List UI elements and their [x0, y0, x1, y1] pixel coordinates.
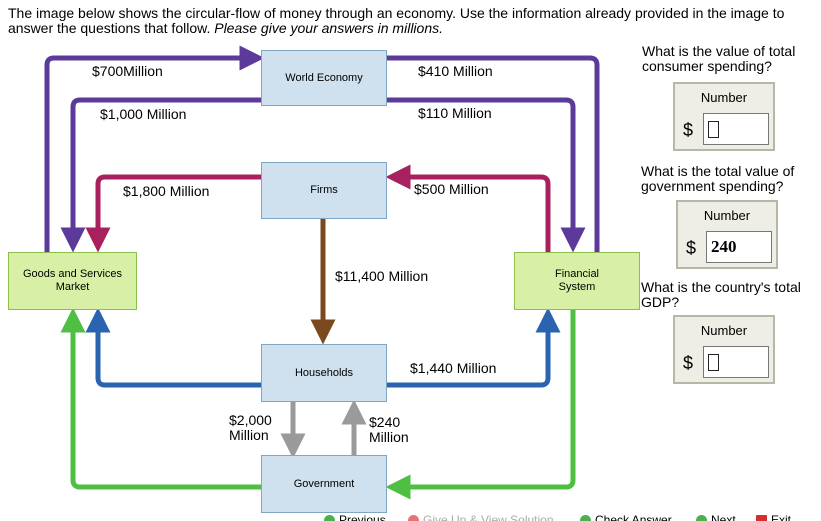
instructions-emphasis: Please give your answers in millions.	[214, 20, 443, 36]
check-answer-button[interactable]: Check Answer	[580, 513, 672, 521]
flow-financial-to-firms	[385, 164, 551, 252]
check-icon	[580, 515, 591, 521]
flow-label-firms-to-goods: $1,800 Million	[123, 183, 210, 199]
button-label: Next	[711, 513, 736, 521]
government-spending-input[interactable]: 240	[706, 231, 772, 263]
flow-households-to-goods	[85, 307, 262, 388]
flow-government-to-goods	[60, 307, 262, 490]
node-government: Government	[261, 455, 387, 513]
consumer-spending-input[interactable]	[703, 113, 769, 145]
node-households: Households	[261, 344, 387, 402]
exit-icon	[756, 515, 767, 521]
flow-goods-to-world	[44, 45, 265, 252]
flow-label-goods-to-world: $700Million	[92, 63, 163, 79]
input-value: 240	[711, 237, 737, 256]
answer-box-consumer-spending: Number $	[673, 82, 775, 151]
answer-label: Number	[703, 208, 751, 223]
flow-label-households-to-financial: $1,440 Million	[410, 360, 497, 376]
text-cursor	[708, 353, 719, 371]
currency-symbol: $	[686, 238, 697, 258]
instructions-text: The image below shows the circular-flow …	[8, 5, 785, 36]
button-label: Give Up & View Solution	[423, 513, 554, 521]
flow-world-to-goods	[60, 97, 262, 253]
flow-financial-to-world	[387, 97, 586, 253]
node-label: World Economy	[285, 71, 363, 84]
flow-firms-to-goods	[85, 174, 262, 253]
text-cursor	[708, 120, 719, 138]
answer-label: Number	[700, 90, 748, 105]
answer-box-government-spending: Number $ 240	[676, 200, 778, 269]
next-button[interactable]: Next	[696, 513, 736, 521]
instructions: The image below shows the circular-flow …	[8, 6, 808, 36]
node-label: Goods and Services Market	[22, 268, 123, 293]
answer-label: Number	[700, 323, 748, 338]
next-icon	[696, 515, 707, 521]
flow-world-to-financial	[387, 55, 600, 252]
currency-symbol: $	[683, 120, 694, 140]
exit-button[interactable]: Exit	[756, 513, 791, 521]
flow-label-world-to-goods: $1,000 Million	[100, 106, 187, 122]
question-consumer-spending: What is the value of total consumer spen…	[642, 43, 796, 74]
node-world-economy: World Economy	[261, 50, 387, 106]
flow-label-government-to-households: $240 Million	[369, 414, 409, 445]
flow-label-households-to-government: $2,000 Million	[229, 412, 272, 443]
flow-households-to-financial	[387, 307, 561, 388]
flow-label-financial-to-world: $110 Million	[418, 105, 492, 121]
flow-financial-to-government	[385, 310, 576, 500]
previous-button[interactable]: Previous	[324, 513, 386, 521]
node-label: Households	[294, 366, 354, 379]
button-label: Previous	[339, 513, 386, 521]
bottom-toolbar: Previous Give Up & View Solution Check A…	[318, 510, 821, 521]
flow-label-world-to-financial: $410 Million	[418, 63, 493, 79]
node-label: Government	[293, 477, 355, 490]
total-gdp-input[interactable]	[703, 346, 769, 378]
flow-label-financial-to-firms: $500 Million	[414, 181, 489, 197]
give-up-icon	[408, 515, 419, 521]
node-firms: Firms	[261, 162, 387, 219]
answer-box-total-gdp: Number $	[673, 315, 775, 384]
question-total-gdp: What is the country's total GDP?	[641, 279, 801, 310]
flow-label-firms-to-households: $11,400 Million	[335, 268, 429, 284]
question-government-spending: What is the total value of government sp…	[641, 163, 795, 194]
node-financial-system: Financial System	[514, 252, 640, 310]
node-label: Financial System	[554, 268, 600, 293]
previous-icon	[324, 515, 335, 521]
node-label: Firms	[310, 184, 338, 196]
give-up-button[interactable]: Give Up & View Solution	[408, 513, 554, 521]
node-goods-services-market: Goods and Services Market	[8, 252, 137, 310]
button-label: Check Answer	[595, 513, 672, 521]
currency-symbol: $	[683, 353, 694, 373]
button-label: Exit	[771, 513, 792, 521]
